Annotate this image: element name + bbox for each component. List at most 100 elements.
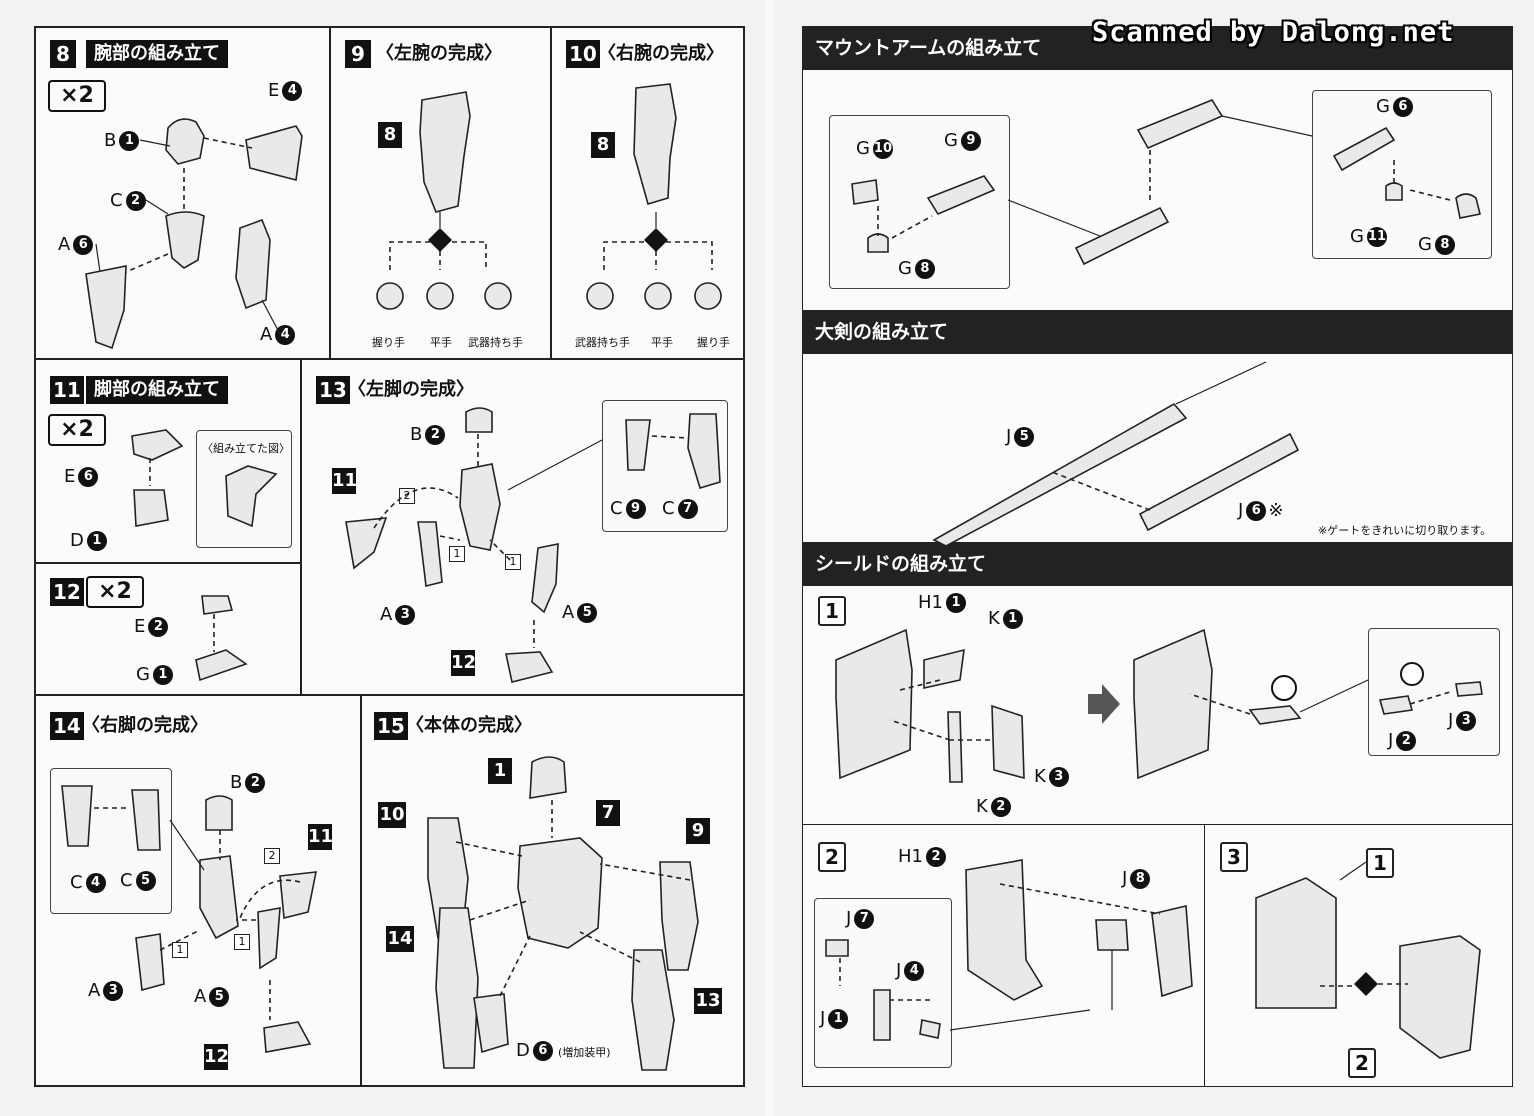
section-header: マウントアームの組み立て xyxy=(803,26,1513,70)
order-marker: 1 xyxy=(172,942,188,958)
step-number: 9 xyxy=(345,40,371,68)
hand-label: 握り手 xyxy=(372,336,405,349)
ref-step-12: 12 xyxy=(204,1044,229,1070)
ref-part-2: 2 xyxy=(1348,1048,1376,1078)
quantity-badge: ×2 xyxy=(48,80,106,112)
step-number: 10 xyxy=(566,40,600,68)
order-marker: 1 xyxy=(449,546,465,562)
ref-part-1: 1 xyxy=(1366,848,1394,878)
ref-step-13: 13 xyxy=(694,988,722,1014)
step-number: 15 xyxy=(374,712,408,740)
detail-inset xyxy=(814,898,952,1068)
step-number: 8 xyxy=(50,40,76,68)
part-note: (増加装甲) xyxy=(558,1046,611,1059)
ref-part-1: 1 xyxy=(488,758,512,784)
step-title: 〈本体の完成〉 xyxy=(406,715,532,736)
section-header: シールドの組み立て xyxy=(803,542,1513,586)
quantity-badge: ×2 xyxy=(48,414,106,446)
order-marker: 2 xyxy=(399,488,415,504)
ref-step-7: 7 xyxy=(596,800,620,826)
ref-step-9: 9 xyxy=(686,818,710,844)
inset-caption: 〈組み立てた図〉 xyxy=(202,442,290,455)
step-title: 脚部の組み立て xyxy=(86,376,228,404)
ref-step-11: 11 xyxy=(308,824,333,850)
gate-note: ※ゲートをきれいに切り取ります。 xyxy=(1318,524,1492,537)
section-header: 大剣の組み立て xyxy=(803,310,1513,354)
detail-inset xyxy=(50,768,172,914)
step-15-panel xyxy=(360,694,745,1087)
hand-label: 武器持ち手 xyxy=(468,336,523,349)
step-title: 〈右脚の完成〉 xyxy=(82,715,208,736)
ref-step-8: 8 xyxy=(378,122,402,148)
hand-label: 平手 xyxy=(430,336,452,349)
step-title: 〈右腕の完成〉 xyxy=(598,43,724,64)
step-title: 〈左脚の完成〉 xyxy=(348,379,474,400)
step-number: 2 xyxy=(818,842,846,872)
step-number: 1 xyxy=(818,596,846,626)
step-title: 〈左腕の完成〉 xyxy=(376,43,502,64)
step-title: 腕部の組み立て xyxy=(86,40,228,68)
step-number: 3 xyxy=(1220,842,1248,872)
ref-step-14: 14 xyxy=(386,926,414,952)
step-8-panel xyxy=(34,26,331,360)
step-number: 12 xyxy=(50,578,84,606)
hand-label: 握り手 xyxy=(697,336,730,349)
ref-step-8: 8 xyxy=(591,132,615,158)
ref-step-10: 10 xyxy=(378,802,406,828)
step-9-panel xyxy=(329,26,552,360)
hand-label: 武器持ち手 xyxy=(575,336,630,349)
order-marker: 1 xyxy=(505,554,521,570)
step-number: 13 xyxy=(316,376,350,404)
hand-label: 平手 xyxy=(651,336,673,349)
ref-step-12: 12 xyxy=(451,650,476,676)
step-10-panel xyxy=(550,26,745,360)
watermark: Scanned by Dalong.net xyxy=(1092,17,1455,48)
quantity-badge: ×2 xyxy=(86,576,144,608)
order-marker: 2 xyxy=(264,848,280,864)
ref-step-11: 11 xyxy=(332,468,357,494)
step-number: 14 xyxy=(50,712,84,740)
order-marker: 1 xyxy=(234,934,250,950)
step-number: 11 xyxy=(50,376,84,404)
